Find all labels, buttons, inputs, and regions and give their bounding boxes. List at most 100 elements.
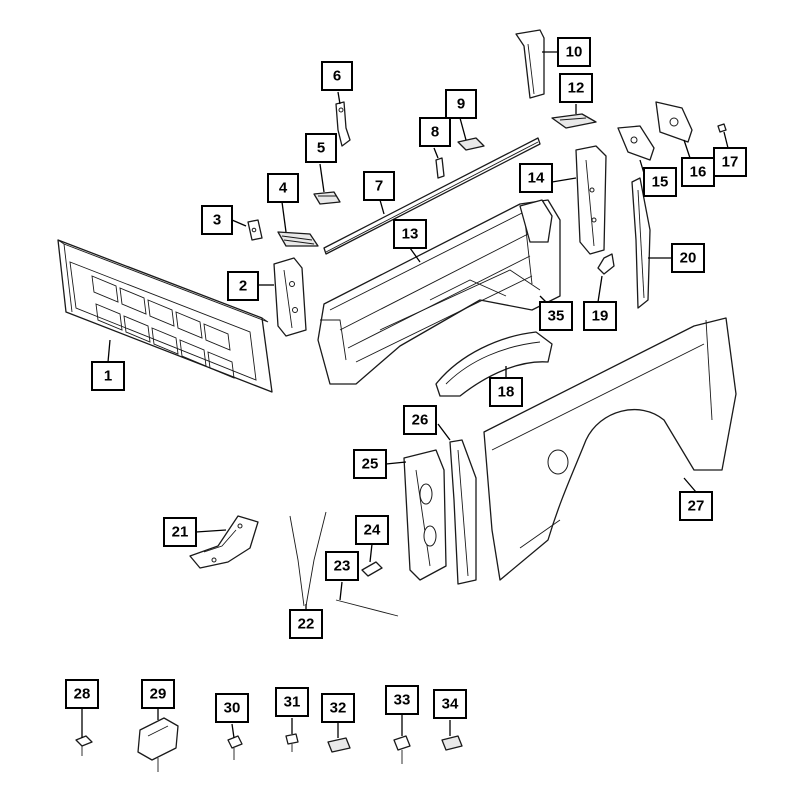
callout-label: 26 [412,412,429,429]
callout-label: 19 [592,308,609,325]
part-small-bracket [247,219,263,241]
callout-22: 22 [289,609,323,639]
callout-label: 35 [548,308,565,325]
callout-label: 16 [690,164,707,181]
part-clip [435,157,445,179]
part-rail-cap [457,137,485,151]
callout-27: 27 [679,491,713,521]
callout-9: 9 [445,89,477,119]
callout-label: 15 [652,174,669,191]
callout-4: 4 [267,173,299,203]
callout-label: 4 [279,180,288,197]
part-bracket-19 [597,253,615,275]
part-outer-bed-side [483,317,737,581]
callout-label: 10 [566,44,583,61]
part-bolt-31 [285,733,299,752]
callout-label: 17 [722,154,739,171]
part-stake-pocket-plate [277,231,319,247]
callout-label: 22 [298,616,315,633]
callout-label: 24 [364,522,381,539]
callout-label: 3 [213,212,221,229]
callout-label: 23 [334,558,351,575]
callout-1: 1 [91,361,125,391]
callout-31: 31 [275,687,309,717]
callout-16: 16 [681,157,715,187]
part-inner-side-panel [575,145,607,255]
callout-label: 29 [150,686,167,703]
callout-10: 10 [557,37,591,67]
callout-label: 9 [457,96,465,113]
part-rear-pillar-cap [515,29,545,99]
part-rod [335,599,399,617]
part-cargo-box [317,199,561,385]
callout-label: 6 [333,68,341,85]
callout-23: 23 [325,551,359,581]
part-side-rail [323,137,541,255]
part-bolt-28 [75,735,93,756]
part-inner-pillar [403,449,447,581]
callout-35: 35 [539,301,573,331]
part-cap [313,191,341,205]
callout-label: 25 [362,456,379,473]
callout-label: 18 [498,384,515,401]
callout-label: 14 [528,170,545,187]
callout-label: 30 [224,700,241,717]
part-wire [289,511,327,607]
callout-label: 28 [74,686,91,703]
part-nut-32 [327,737,351,753]
callout-3: 3 [201,205,233,235]
callout-13: 13 [393,219,427,249]
callout-label: 13 [402,226,419,243]
callout-25: 25 [353,449,387,479]
part-corner-cap [551,113,597,129]
callout-14: 14 [519,163,553,193]
callout-label: 1 [104,368,112,385]
part-tailgate [57,239,273,393]
callout-5: 5 [305,133,337,163]
leader-lines [81,51,729,739]
callout-19: 19 [583,301,617,331]
part-bolt-33 [393,735,411,764]
callout-12: 12 [559,73,593,103]
callout-15: 15 [643,167,677,197]
part-small-bracket-24 [361,561,383,577]
callout-label: 12 [568,80,585,97]
part-outer-pillar [449,439,477,585]
part-housing [137,717,179,772]
callout-label: 5 [317,140,325,157]
part-upper-bracket [655,101,693,143]
callout-label: 33 [394,692,411,709]
callout-label: 21 [172,524,189,541]
callout-label: 34 [442,696,459,713]
callout-20: 20 [671,243,705,273]
callout-28: 28 [65,679,99,709]
callout-17: 17 [713,147,747,177]
part-nut-34 [441,735,463,751]
callout-26: 26 [403,405,437,435]
callout-label: 27 [688,498,705,515]
part-bolt-30 [227,735,243,760]
part-front-pillar [273,257,307,337]
callout-label: 2 [239,278,247,295]
callout-34: 34 [433,689,467,719]
callout-7: 7 [363,171,395,201]
callout-21: 21 [163,517,197,547]
part-support-bracket [189,515,259,569]
callout-label: 31 [284,694,301,711]
part-corner-bracket [617,125,655,161]
callout-label: 20 [680,250,697,267]
callout-30: 30 [215,693,249,723]
callout-33: 33 [385,685,419,715]
part-hinge-bracket [335,101,351,147]
callout-18: 18 [489,377,523,407]
callout-8: 8 [419,117,451,147]
callout-24: 24 [355,515,389,545]
callout-32: 32 [321,693,355,723]
callout-6: 6 [321,61,353,91]
callout-label: 7 [375,178,383,195]
callout-label: 8 [431,124,439,141]
part-wheelhouse [435,331,553,397]
part-small-clip [717,123,727,133]
